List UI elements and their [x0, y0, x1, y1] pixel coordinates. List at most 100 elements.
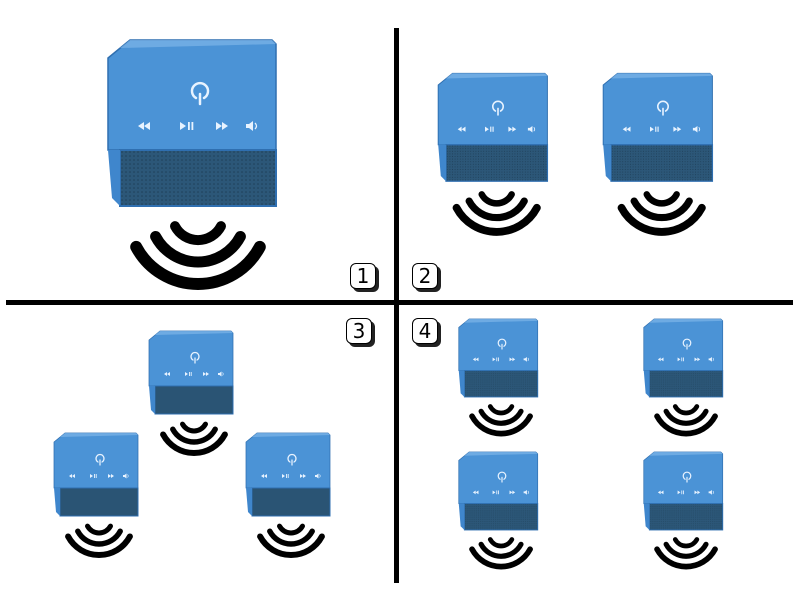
rewind-icon	[472, 357, 479, 362]
panel-4-speaker-top-right	[640, 318, 729, 437]
power-icon	[497, 338, 507, 347]
fast-forward-icon	[216, 122, 228, 130]
sound-wave-3	[257, 533, 325, 559]
panel-1-speaker	[100, 38, 290, 291]
panel-3-number-badge: 3	[346, 318, 375, 347]
fast-forward-icon	[108, 474, 114, 478]
speaker-grille	[648, 503, 724, 531]
sound-wave-3	[617, 203, 706, 236]
panel-4-number: 4	[412, 318, 438, 344]
play-pause-icon	[485, 126, 494, 132]
sound-wave-2	[75, 528, 123, 547]
power-icon	[287, 453, 297, 463]
sound-wave-2	[267, 528, 315, 547]
speaker-grille	[154, 385, 234, 415]
play-pause-icon	[282, 474, 289, 478]
speaker-grille	[463, 503, 539, 531]
volume-icon	[527, 125, 536, 133]
volume-icon	[692, 125, 701, 133]
power-icon	[190, 351, 200, 361]
rewind-icon	[657, 357, 664, 362]
play-pause-icon	[492, 357, 499, 362]
panel-1-number-badge: 1	[350, 263, 379, 292]
sound-wave-3	[654, 413, 718, 437]
rewind-icon	[472, 490, 479, 495]
fast-forward-icon	[300, 474, 306, 478]
speaker-grille	[445, 144, 549, 182]
sound-wave-1	[170, 221, 226, 246]
power-icon	[682, 338, 692, 347]
play-pause-icon	[677, 357, 684, 362]
sound-wave-3	[452, 203, 541, 236]
power-icon	[95, 453, 105, 463]
panel-3-speaker-right	[242, 432, 337, 559]
play-pause-icon	[180, 122, 194, 130]
sound-wave-1	[487, 537, 515, 549]
rewind-icon	[69, 474, 75, 478]
speaker-grille	[251, 487, 331, 517]
fast-forward-icon	[203, 372, 209, 376]
play-pause-icon	[677, 490, 684, 495]
sound-wave-2	[478, 541, 524, 559]
volume-icon	[246, 121, 258, 131]
speaker-grille	[648, 370, 724, 398]
sound-wave-2	[150, 231, 246, 268]
sound-wave-3	[160, 431, 228, 457]
volume-icon	[708, 490, 714, 495]
volume-icon	[523, 357, 529, 362]
volume-icon	[218, 371, 224, 377]
volume-icon	[315, 473, 321, 479]
fast-forward-icon	[694, 357, 701, 362]
sound-wave-1	[85, 523, 113, 536]
volume-icon	[123, 473, 129, 479]
power-icon	[682, 471, 692, 480]
sound-wave-3	[654, 546, 718, 570]
fast-forward-icon	[673, 126, 682, 132]
sound-wave-2	[663, 541, 709, 559]
sound-wave-2	[170, 426, 218, 445]
panel-3-number: 3	[346, 318, 372, 344]
speaker-grille	[59, 487, 139, 517]
panel-4-number-badge: 4	[412, 318, 441, 347]
sound-wave-1	[672, 404, 700, 416]
panel-4-speaker-top-left	[455, 318, 544, 437]
play-pause-icon	[650, 126, 659, 132]
panel-2-speaker-left	[433, 72, 557, 236]
panel-3-speaker-left	[50, 432, 145, 559]
sound-wave-2	[478, 408, 524, 426]
fast-forward-icon	[509, 357, 516, 362]
power-icon	[190, 81, 210, 100]
power-icon	[656, 100, 670, 112]
rewind-icon	[138, 122, 150, 130]
rewind-icon	[164, 372, 170, 376]
speaker-grille	[610, 144, 714, 182]
panel-2-number: 2	[412, 263, 438, 289]
sound-wave-2	[630, 197, 693, 222]
sound-wave-3	[469, 413, 533, 437]
sound-wave-3	[130, 240, 266, 291]
rewind-icon	[261, 474, 267, 478]
fast-forward-icon	[509, 490, 516, 495]
fast-forward-icon	[694, 490, 701, 495]
panel-2-number-badge: 2	[412, 263, 441, 292]
sound-wave-1	[487, 404, 515, 416]
panel-1-number: 1	[350, 263, 376, 289]
sound-wave-1	[478, 191, 515, 207]
sound-wave-1	[643, 191, 680, 207]
panel-4-speaker-bottom-left	[455, 451, 544, 570]
speaker-grille	[119, 149, 277, 207]
sound-wave-1	[672, 537, 700, 549]
play-pause-icon	[492, 490, 499, 495]
sound-wave-1	[277, 523, 305, 536]
rewind-icon	[657, 490, 664, 495]
sound-wave-2	[663, 408, 709, 426]
sound-wave-1	[180, 421, 208, 434]
sound-wave-3	[469, 546, 533, 570]
panel-4-speaker-bottom-right	[640, 451, 729, 570]
volume-icon	[523, 490, 529, 495]
volume-icon	[708, 357, 714, 362]
sound-wave-3	[65, 533, 133, 559]
power-icon	[491, 100, 505, 112]
play-pause-icon	[185, 372, 192, 376]
